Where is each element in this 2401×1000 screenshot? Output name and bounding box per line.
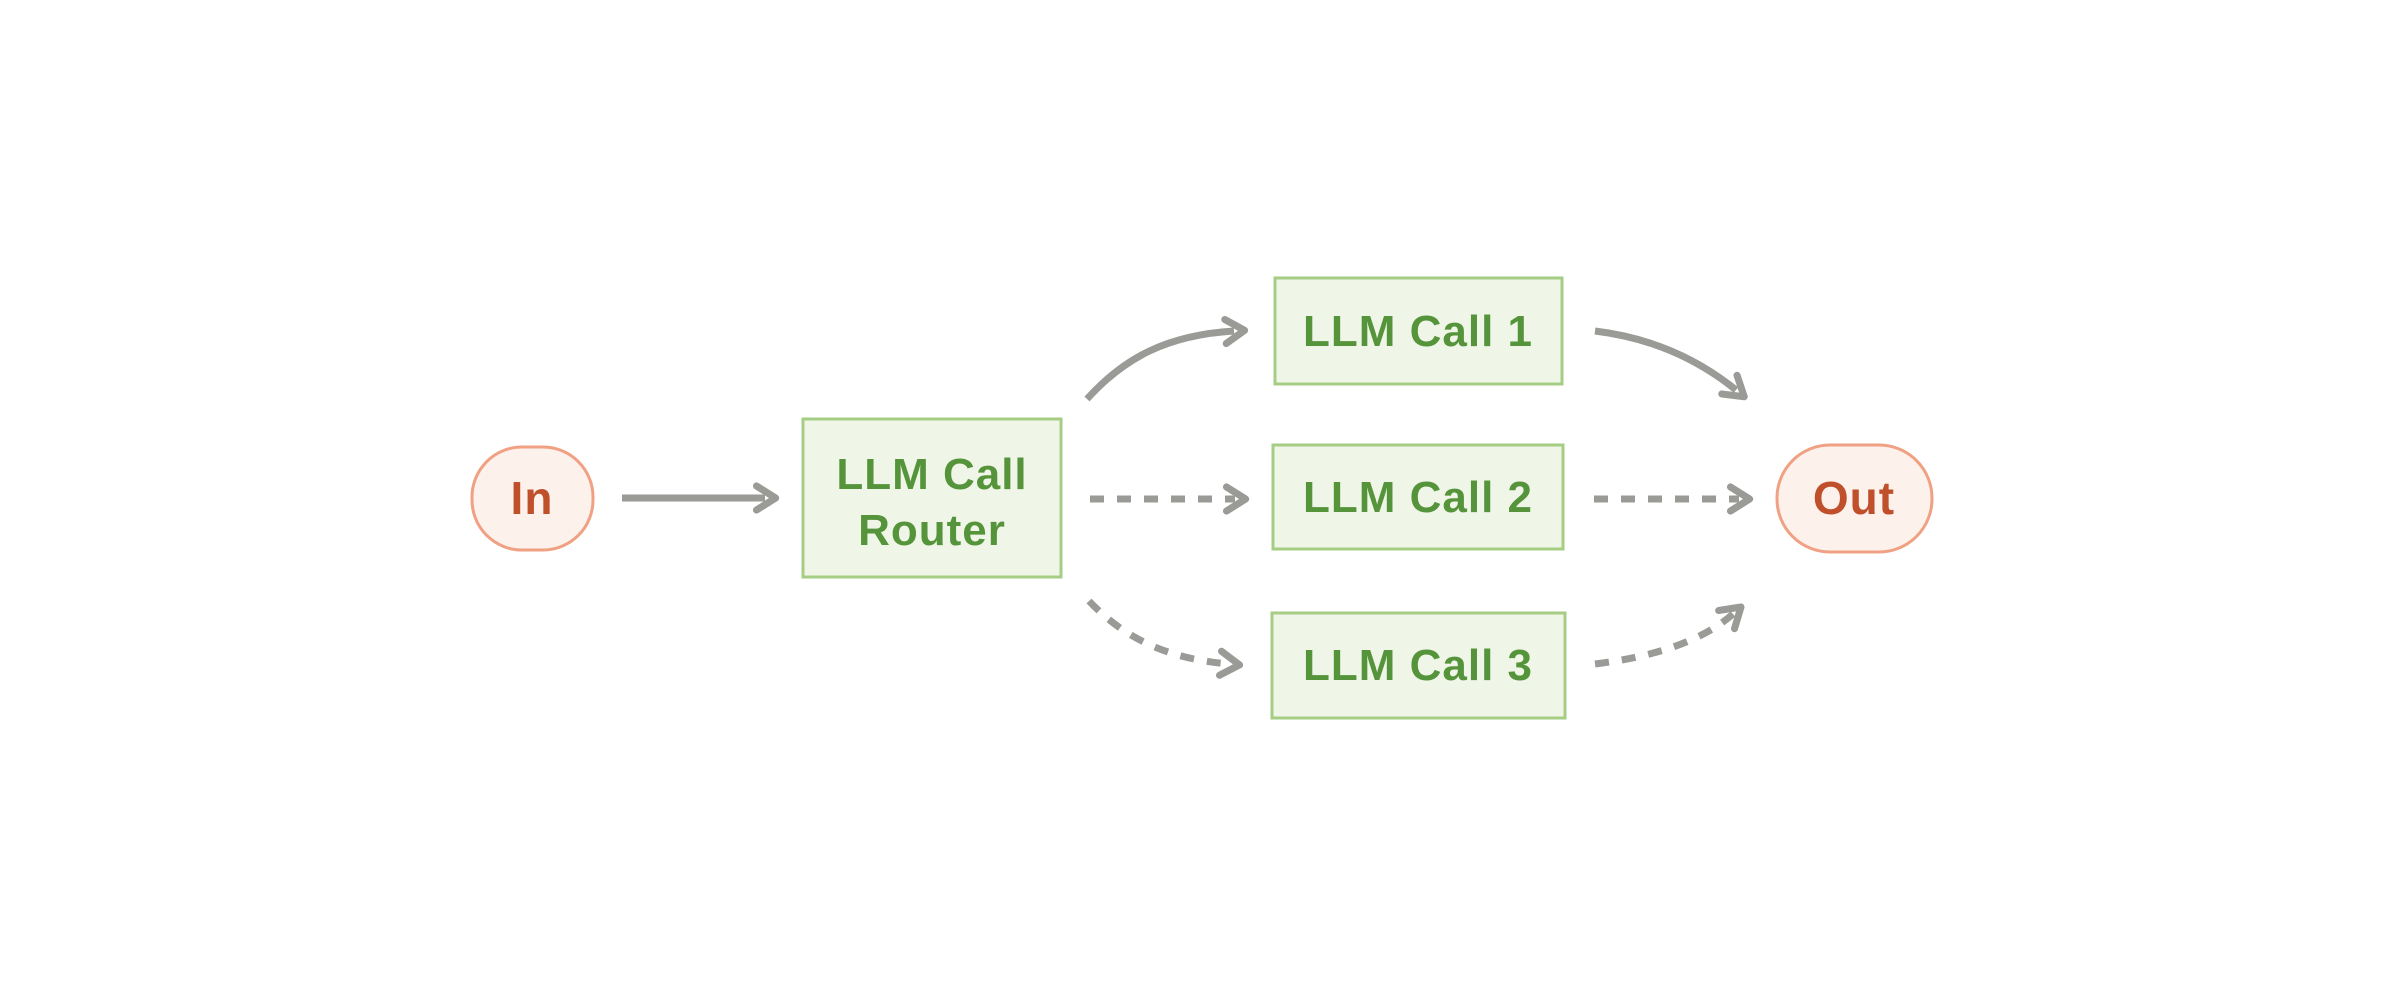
edge-router-to-call3	[1086, 598, 1244, 679]
node-out-label: Out	[1813, 472, 1895, 524]
node-llm-call-3-shape	[1270, 611, 1567, 720]
node-in-shape	[470, 445, 595, 552]
node-llm-call-1-label: LLM Call 1	[1303, 307, 1533, 356]
node-llm-call-router-label-line1: LLM Call	[836, 450, 1027, 499]
node-llm-call-2: LLM Call 2	[1271, 443, 1565, 551]
node-llm-call-2-label: LLM Call 2	[1303, 473, 1533, 522]
node-llm-call-router-shape	[801, 417, 1063, 579]
edge-router-to-call1	[1084, 315, 1249, 402]
node-in-label: In	[511, 472, 554, 524]
node-llm-call-3: LLM Call 3	[1270, 611, 1567, 720]
node-in: In	[470, 445, 595, 552]
node-llm-call-router: LLM Call Router	[801, 417, 1063, 579]
node-out: Out	[1775, 443, 1934, 554]
node-out-shape	[1775, 443, 1934, 554]
node-llm-call-2-shape	[1271, 443, 1565, 551]
node-llm-call-router-label-line2: Router	[858, 506, 1006, 555]
edge-call1-to-out	[1594, 327, 1748, 401]
node-llm-call-1-shape	[1273, 276, 1564, 386]
edge-call3-to-out	[1594, 603, 1745, 668]
node-llm-call-3-label: LLM Call 3	[1303, 641, 1533, 690]
node-llm-call-1: LLM Call 1	[1273, 276, 1564, 386]
